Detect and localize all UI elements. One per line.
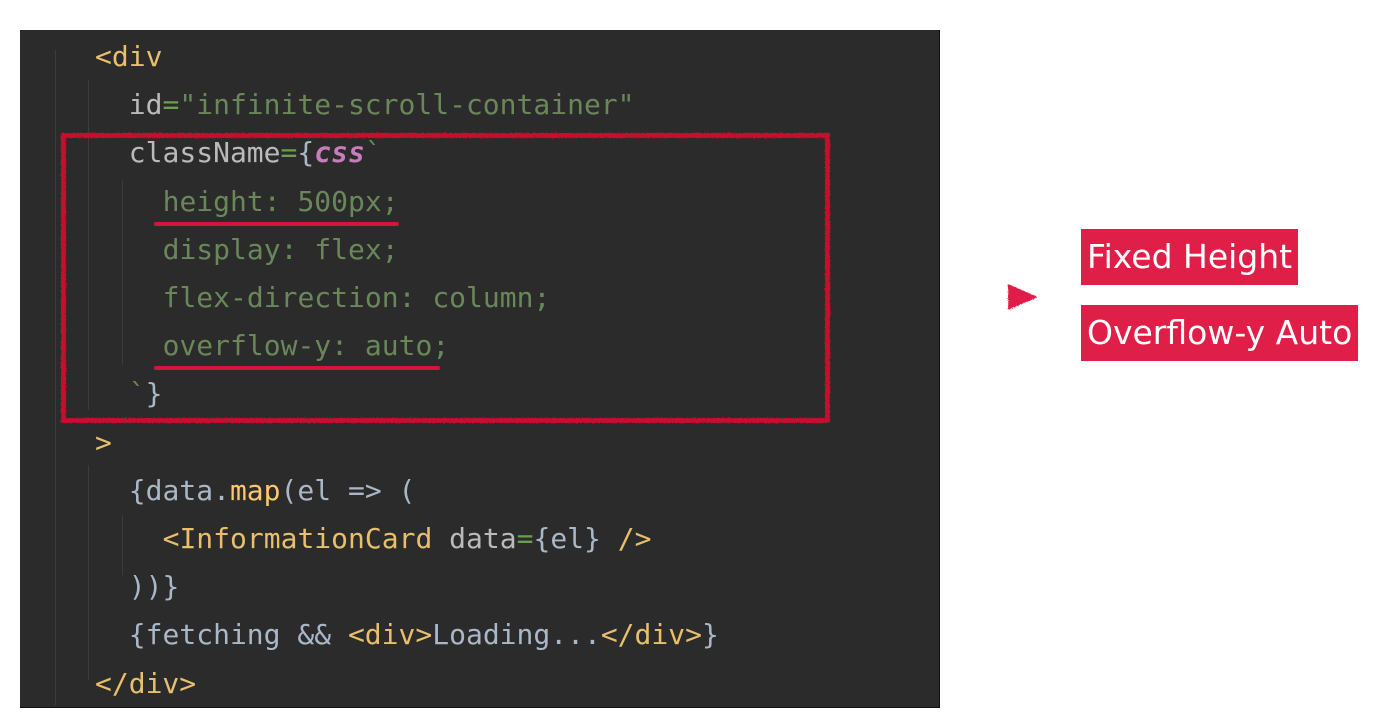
underline-overflow-y bbox=[154, 366, 440, 370]
indent-guide bbox=[55, 50, 56, 705]
code-token: ` bbox=[128, 377, 146, 411]
code-token: > bbox=[95, 425, 112, 459]
code-line: flex-direction: column; bbox=[163, 274, 551, 322]
code-token: height: 500px; bbox=[162, 184, 399, 218]
code-line: `} bbox=[129, 370, 163, 418]
code-line: id="infinite-scroll-container" bbox=[129, 81, 635, 129]
code-line: ))} bbox=[129, 563, 180, 611]
code-token: </div> bbox=[95, 666, 197, 700]
code-token: <div bbox=[95, 40, 163, 73]
code-line: overflow-y: auto; bbox=[163, 322, 450, 370]
code-token: <InformationCard bbox=[162, 522, 433, 555]
indent-guide bbox=[88, 80, 89, 410]
code-token: "infinite-scroll-container" bbox=[179, 88, 635, 122]
code-token: {data. bbox=[128, 473, 230, 507]
code-token: (el => ( bbox=[280, 473, 416, 507]
code-line: <InformationCard data={el} /> bbox=[163, 515, 652, 563]
code-token: flex-direction: column; bbox=[162, 281, 551, 314]
code-token: css bbox=[314, 136, 365, 170]
code-token: className bbox=[128, 136, 281, 170]
code-token: = bbox=[516, 522, 534, 555]
code-token: = bbox=[280, 136, 298, 170]
code-line: {data.map(el => ( bbox=[129, 467, 416, 515]
code-token: } bbox=[701, 618, 719, 652]
code-line: > bbox=[95, 419, 112, 467]
code-token: Loading... bbox=[432, 618, 601, 652]
underline-height bbox=[154, 222, 399, 226]
code-token: </div> bbox=[600, 618, 702, 652]
arrow-right-icon bbox=[848, 284, 1038, 310]
code-line: height: 500px; bbox=[163, 178, 399, 226]
code-token: ))} bbox=[128, 570, 180, 604]
code-line: </div> bbox=[95, 660, 196, 708]
indent-guide bbox=[88, 465, 89, 680]
code-token: overflow-y: auto; bbox=[162, 329, 450, 363]
code-token: /> bbox=[600, 522, 652, 555]
code-token: <div> bbox=[347, 618, 433, 652]
code-token: {el} bbox=[533, 522, 601, 555]
indent-guide bbox=[122, 180, 123, 365]
code-token: id bbox=[128, 88, 163, 122]
label-overflow-y-auto: Overflow-y Auto bbox=[1081, 305, 1359, 361]
code-token: } bbox=[145, 377, 163, 411]
code-token: = bbox=[162, 88, 180, 122]
code-line: {fetching && <div>Loading...</div>} bbox=[129, 611, 719, 659]
code-token: display: flex; bbox=[162, 232, 399, 266]
code-token: map bbox=[229, 473, 281, 507]
code-token: data bbox=[432, 522, 517, 555]
code-line: display: flex; bbox=[163, 226, 399, 274]
indent-guide bbox=[122, 515, 123, 575]
code-token: ` bbox=[364, 136, 382, 170]
code-token: { bbox=[297, 136, 315, 170]
label-fixed-height: Fixed Height bbox=[1081, 229, 1299, 285]
code-line: <div bbox=[95, 33, 162, 81]
highlight-box bbox=[61, 133, 830, 423]
code-token: {fetching && bbox=[128, 618, 348, 652]
code-line: className={css` bbox=[129, 129, 382, 177]
